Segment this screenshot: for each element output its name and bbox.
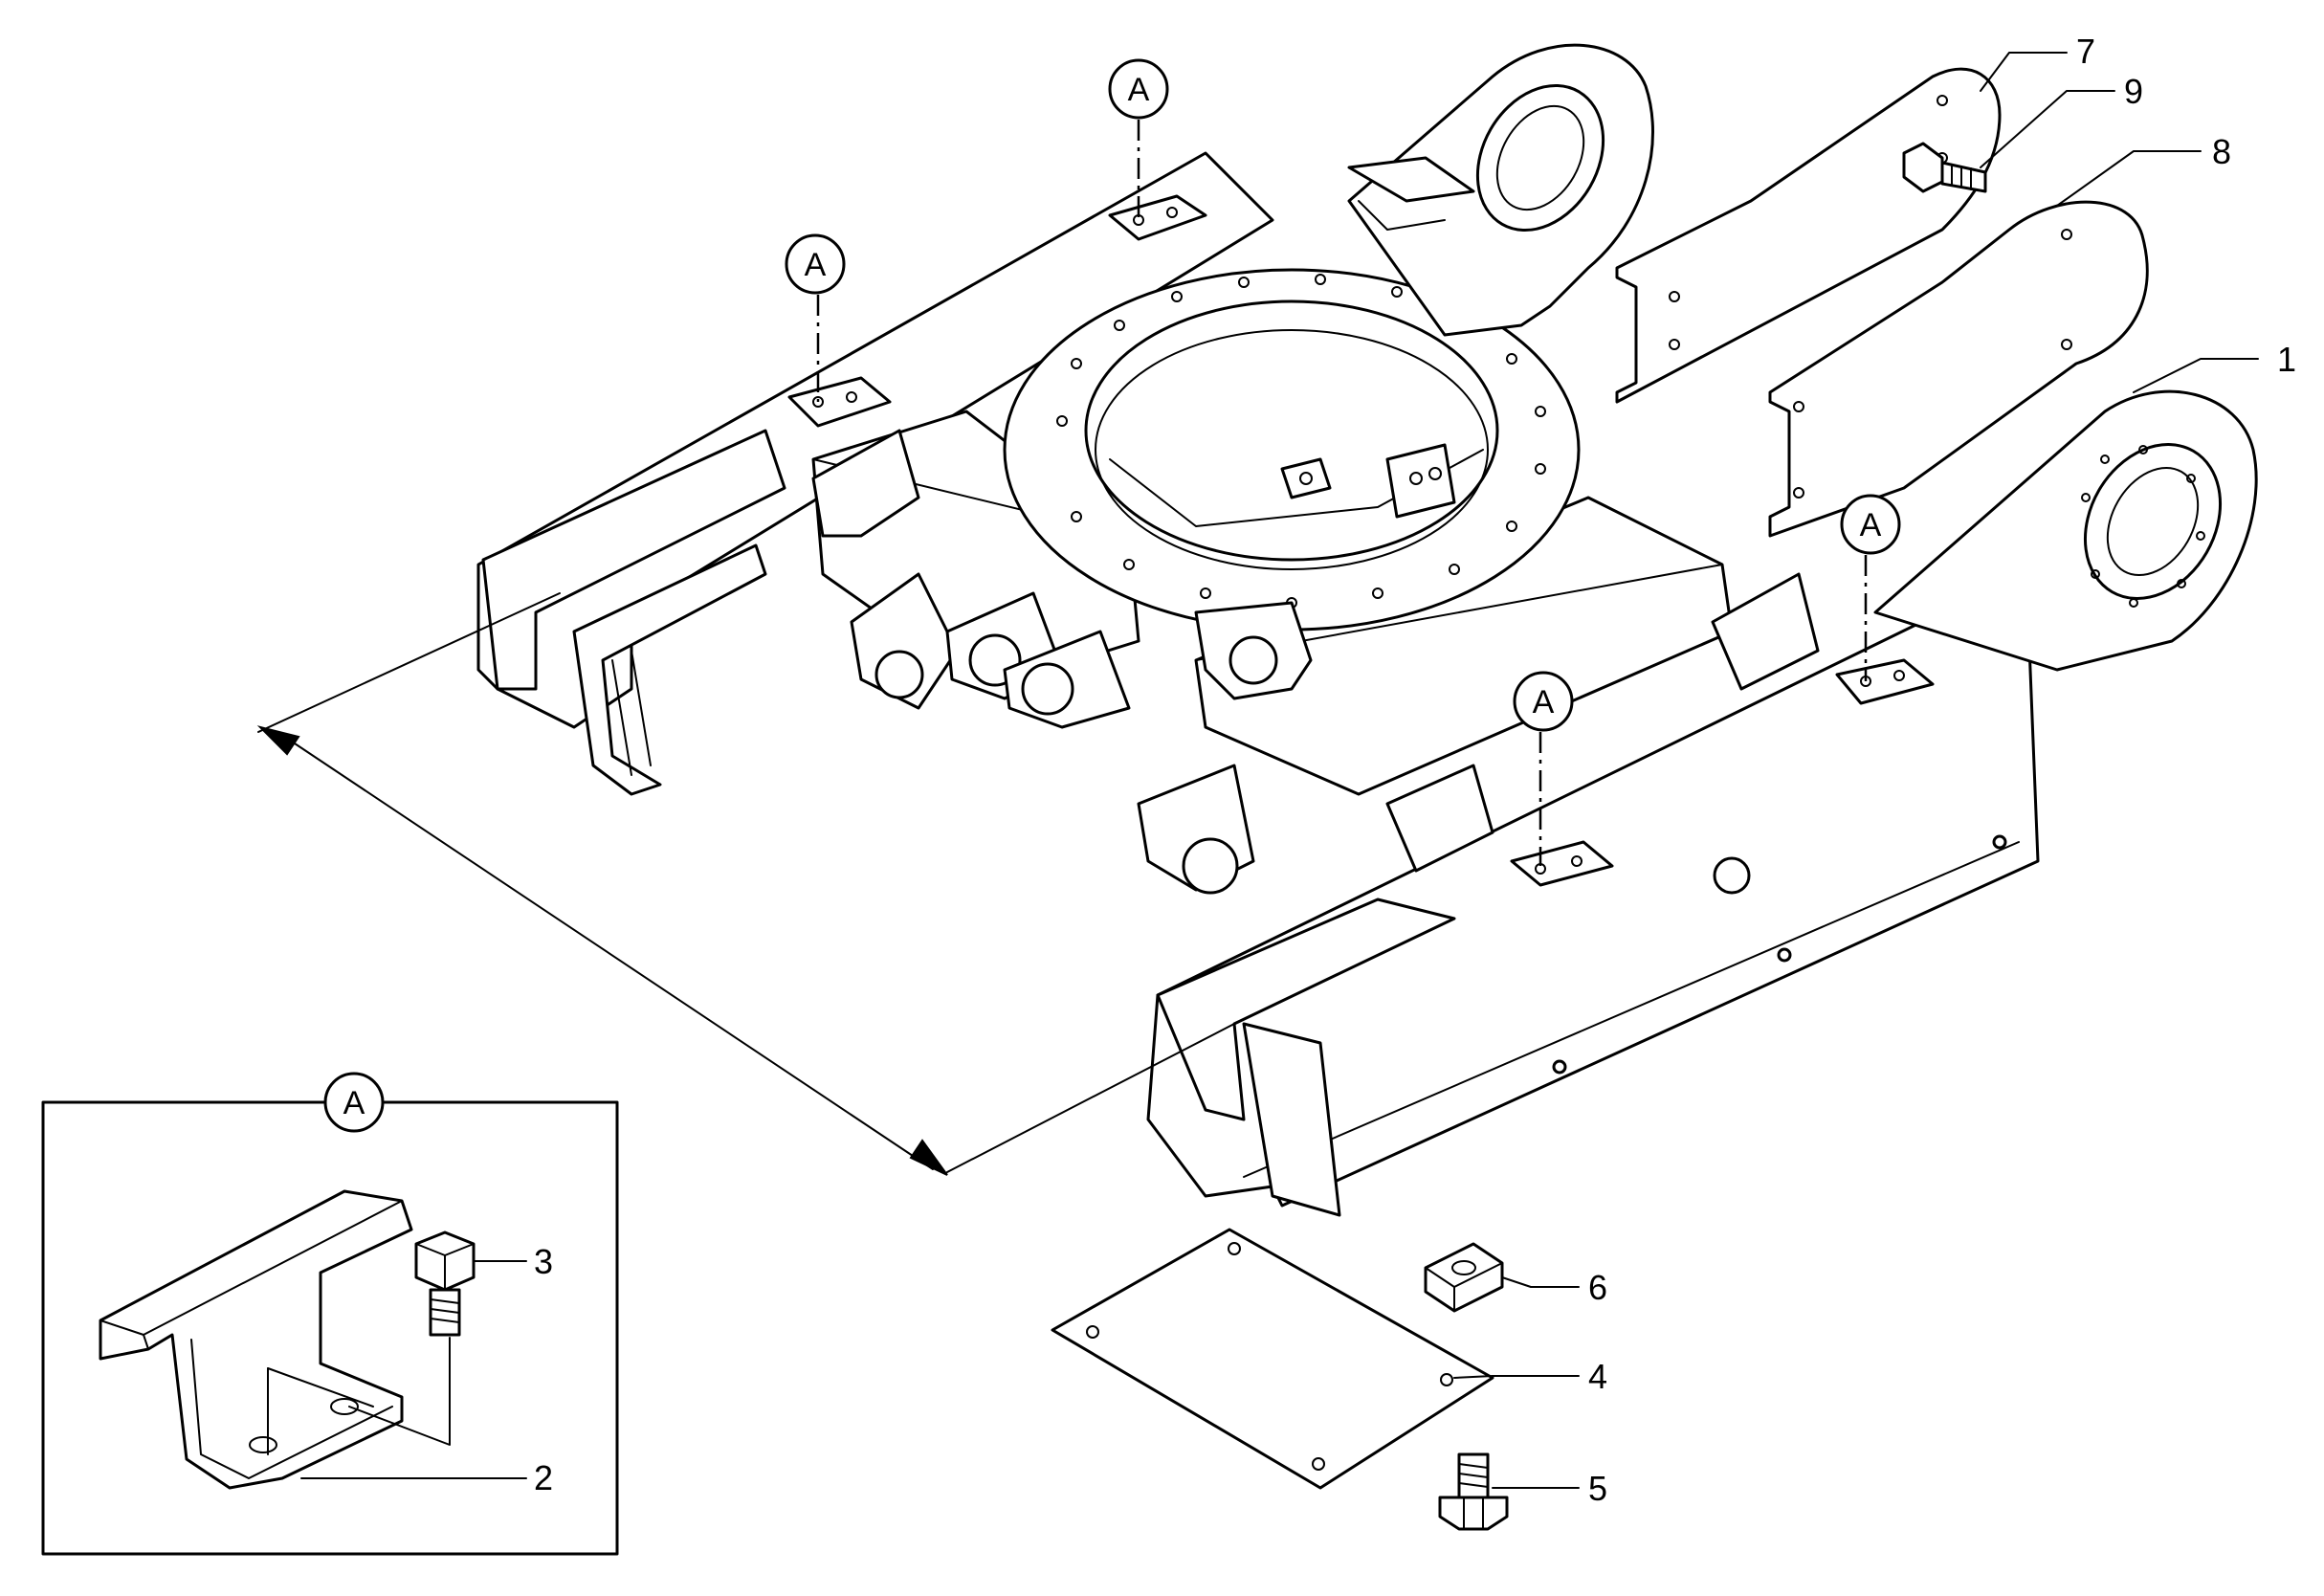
bolt-9: [1902, 142, 1987, 193]
rear-arm-bolt-holes: [2081, 445, 2205, 608]
svg-text:A: A: [343, 1085, 365, 1121]
detail-view-a: A: [41, 1072, 619, 1556]
wedge-pad-3: [1711, 572, 1820, 691]
tie-down-hook: [99, 1189, 413, 1490]
svg-text:A: A: [805, 247, 827, 283]
tie-down-block-3: [1835, 658, 1935, 705]
left-side-member-rail: [481, 429, 786, 691]
slew-ring-bolt-holes: [1056, 274, 1546, 609]
callout-5: 5: [1588, 1469, 1607, 1508]
detail-marker-a-2: A: [785, 233, 846, 295]
bolt-3: [414, 1230, 476, 1337]
svg-text:A: A: [1128, 72, 1150, 108]
wedge-pad-1: [811, 429, 920, 538]
callout-6: 6: [1588, 1268, 1607, 1307]
cover-plate-4: [1051, 1228, 1494, 1490]
svg-text:A: A: [1533, 684, 1555, 720]
callout-leaders: [300, 52, 2259, 1489]
wedge-pad-2: [1385, 764, 1494, 873]
clip-nut-6: [1424, 1242, 1504, 1313]
detail-marker-a-4: A: [1513, 671, 1574, 732]
tie-down-block-1: [1108, 194, 1207, 241]
detail-marker-a-1: A: [1108, 58, 1169, 120]
callout-2: 2: [534, 1458, 553, 1497]
detail-marker-a-3: A: [1840, 494, 1901, 555]
left-front-track-guide: [572, 543, 767, 796]
tie-down-block-2: [787, 376, 892, 428]
rear-arm-upper-clip: [1347, 156, 1475, 203]
dimension-line: [256, 592, 1235, 1176]
slew-ring-inner: [1084, 299, 1499, 562]
undercarriage-frame: [476, 43, 2258, 1217]
callout-7: 7: [2076, 32, 2095, 71]
bolt-5: [1438, 1452, 1509, 1531]
cover-plate-8: [1768, 200, 2149, 538]
callout-8: 8: [2212, 132, 2231, 171]
callout-1: 1: [2277, 340, 2296, 379]
callout-9: 9: [2124, 72, 2143, 111]
svg-text:A: A: [1860, 507, 1882, 543]
side-member-hole: [1713, 856, 1751, 895]
right-rail: [1242, 1022, 1341, 1217]
callout-4: 4: [1588, 1357, 1607, 1396]
callout-3: 3: [534, 1242, 553, 1281]
